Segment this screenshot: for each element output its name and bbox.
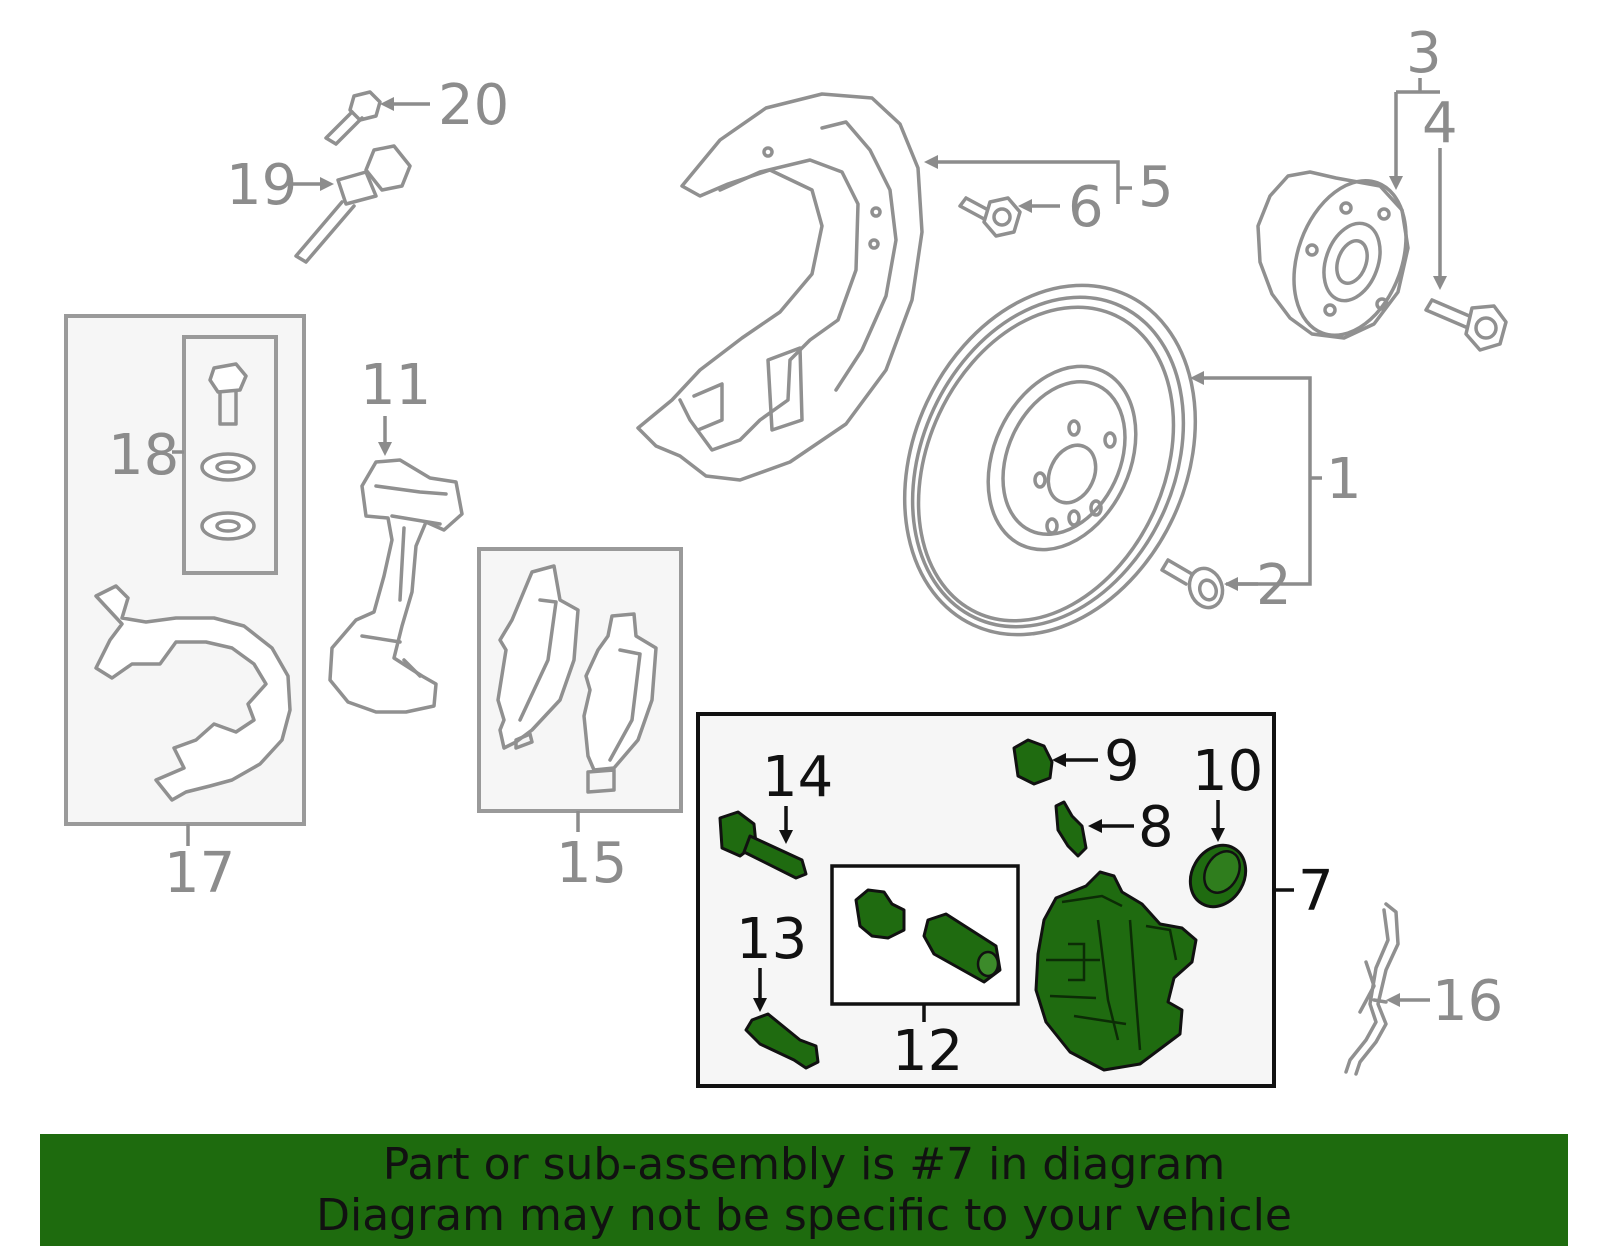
svg-text:17: 17 [164, 841, 235, 906]
part-15-brake-pads [496, 564, 658, 794]
svg-text:15: 15 [556, 831, 627, 896]
banner-line-2: Diagram may not be specific to your vehi… [316, 1190, 1292, 1241]
svg-text:1: 1 [1326, 447, 1362, 512]
callout-12: 12 [892, 1004, 963, 1084]
callout-15: 15 [556, 811, 627, 896]
part-20-bolt[interactable] [324, 90, 382, 146]
callout-19: 19 [226, 153, 334, 218]
svg-text:6: 6 [1068, 175, 1104, 240]
svg-text:19: 19 [226, 153, 297, 218]
part-10-dust-cap[interactable] [1179, 835, 1256, 916]
svg-text:18: 18 [108, 423, 179, 488]
part-8-bleeder-screw[interactable] [1054, 800, 1088, 858]
callout-5: 5 [924, 155, 1174, 220]
callout-13: 13 [736, 907, 807, 1012]
part-14-bolt[interactable] [718, 810, 808, 880]
svg-text:13: 13 [736, 907, 807, 972]
callout-20: 20 [380, 73, 509, 138]
part-19-sensor[interactable] [294, 144, 412, 264]
part-7-caliper-body[interactable] [1034, 870, 1198, 1072]
info-banner: Part or sub-assembly is #7 in diagram Di… [40, 1134, 1568, 1246]
callout-1: 1 [1190, 371, 1362, 586]
svg-text:5: 5 [1138, 155, 1174, 220]
banner-line-1: Part or sub-assembly is #7 in diagram [382, 1139, 1226, 1190]
part-17-bracket [94, 584, 292, 802]
callout-17: 17 [164, 824, 235, 906]
callout-4: 4 [1422, 91, 1458, 290]
svg-text:2: 2 [1256, 553, 1292, 618]
svg-text:4: 4 [1422, 91, 1458, 156]
svg-text:7: 7 [1298, 859, 1334, 924]
callout-11: 11 [360, 353, 431, 456]
callout-10: 10 [1192, 739, 1263, 842]
part-5-splash-shield[interactable] [636, 92, 924, 482]
svg-text:14: 14 [762, 745, 833, 810]
part-13-pin[interactable] [744, 1012, 820, 1070]
part-4-hub-bolt[interactable] [1424, 298, 1508, 352]
svg-text:8: 8 [1138, 795, 1174, 860]
callout-14: 14 [762, 745, 833, 844]
svg-text:16: 16 [1432, 969, 1503, 1034]
callout-6: 6 [1018, 175, 1104, 240]
part-16-clip[interactable] [1344, 902, 1400, 1076]
svg-text:10: 10 [1192, 739, 1263, 804]
part-11-caliper-bracket[interactable] [328, 458, 464, 714]
callout-16: 16 [1386, 969, 1503, 1034]
svg-text:3: 3 [1406, 21, 1442, 86]
svg-text:20: 20 [438, 73, 509, 138]
callout-7: 7 [1274, 859, 1334, 924]
callout-9: 9 [1052, 729, 1140, 794]
part-2-rotor-screw[interactable] [1160, 558, 1228, 612]
svg-text:11: 11 [360, 353, 431, 418]
part-9-bleeder-cap[interactable] [1012, 738, 1054, 786]
svg-text:12: 12 [892, 1019, 963, 1084]
part-6-bolt[interactable] [958, 196, 1022, 238]
callout-18: 18 [108, 423, 184, 488]
callout-8: 8 [1088, 795, 1174, 860]
part-12-guide-pins [854, 888, 1002, 984]
part-18-hardware [200, 362, 256, 541]
part-1-brake-rotor[interactable] [850, 238, 1250, 683]
callout-2: 2 [1224, 553, 1292, 618]
svg-text:9: 9 [1104, 729, 1140, 794]
part-3-wheel-hub[interactable] [1256, 165, 1426, 351]
callout-3: 3 [1389, 21, 1442, 190]
